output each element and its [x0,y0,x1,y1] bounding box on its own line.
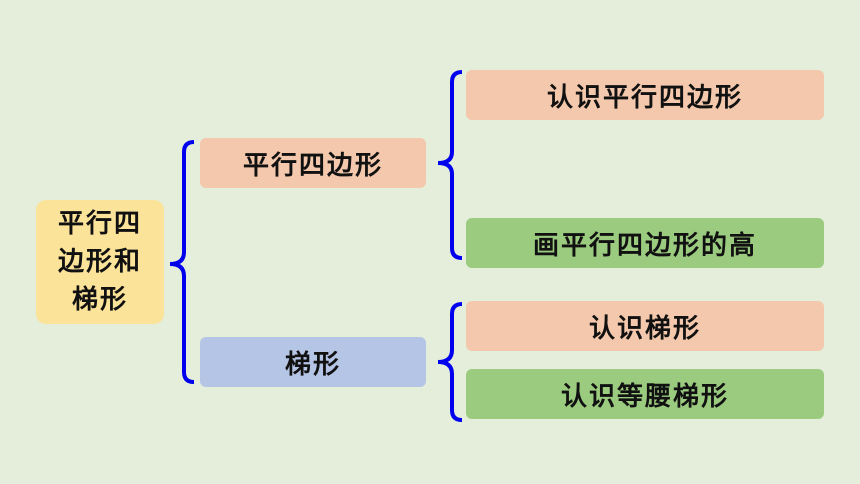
node-draw-height: 画平行四边形的高 [466,218,824,268]
node-parallelogram: 平行四边形 [200,138,426,188]
node-draw-height-label: 画平行四边形的高 [532,230,757,261]
node-recognize-isosceles-trapezoid: 认识等腰梯形 [466,369,824,419]
parallelogram-bracket [437,70,463,260]
node-recognize-parallelogram-label: 认识平行四边形 [546,82,743,113]
node-recognize-trapezoid-label: 认识梯形 [588,313,701,344]
node-trapezoid: 梯形 [200,337,426,387]
root-label: 平行四边形和梯形 [57,209,142,315]
trapezoid-bracket [437,302,463,422]
root-bracket [169,140,195,384]
node-trapezoid-label: 梯形 [284,349,341,380]
node-recognize-parallelogram: 认识平行四边形 [466,70,824,120]
root-node: 平行四边形和梯形 [36,200,164,324]
node-recognize-isosceles-trapezoid-label: 认识等腰梯形 [560,381,729,412]
node-recognize-trapezoid: 认识梯形 [466,301,824,351]
node-parallelogram-label: 平行四边形 [242,150,383,181]
